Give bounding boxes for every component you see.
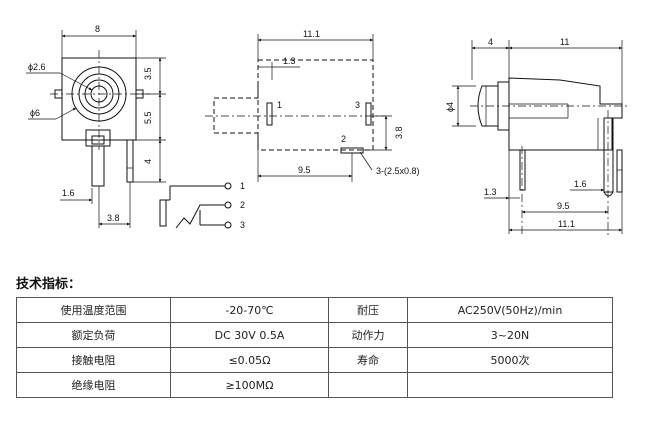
top-pin-horizontal-dim: 9.5 bbox=[298, 165, 311, 175]
top-view: 11.1 1.3 1 3 2 3.8 9.5 3-(2.5x0.8) bbox=[205, 29, 420, 182]
side-diameter-dim: ϕ4 bbox=[445, 102, 455, 112]
spec-label: 使用温度范围 bbox=[16, 297, 171, 323]
front-middle-dim: 5.5 bbox=[143, 111, 153, 124]
spec-label: 动作力 bbox=[328, 322, 408, 348]
side-nose-dim: 4 bbox=[488, 37, 493, 47]
table-row: 额定负荷 DC 30V 0.5A 动作力 3~20N bbox=[16, 322, 613, 348]
front-pin-offset-dim: 1.6 bbox=[62, 188, 75, 198]
terminal-3 bbox=[224, 221, 232, 229]
spec-label bbox=[328, 372, 408, 398]
spec-value: DC 30V 0.5A bbox=[170, 322, 329, 348]
schematic-symbol: 1 2 3 bbox=[159, 181, 245, 230]
front-hole-small-dim: ϕ2.6 bbox=[28, 62, 46, 72]
side-pin-span-dim: 9.5 bbox=[557, 201, 570, 211]
front-upper-dim: 3.5 bbox=[143, 67, 153, 80]
spec-value: -20-70℃ bbox=[170, 297, 329, 323]
side-pin-left bbox=[519, 149, 526, 191]
side-nose bbox=[477, 85, 499, 127]
pad-label-3: 3 bbox=[355, 100, 360, 110]
side-right-offset-dim: 1.6 bbox=[574, 179, 587, 189]
pad-label-1: 1 bbox=[277, 100, 282, 110]
top-total-dim: 11.1 bbox=[303, 29, 320, 39]
side-body bbox=[508, 77, 623, 151]
pad-3 bbox=[365, 102, 372, 126]
front-hole-large-dim: ϕ6 bbox=[30, 108, 40, 118]
spec-value: AC250V(50Hz)/min bbox=[407, 297, 613, 323]
spec-value: 5000次 bbox=[407, 347, 613, 373]
side-pin-right bbox=[616, 149, 623, 193]
spec-value: ≤0.05Ω bbox=[170, 347, 329, 373]
top-pin-vertical-dim: 3.8 bbox=[394, 126, 404, 139]
side-total-dim: 11.1 bbox=[558, 219, 575, 229]
spec-label: 额定负荷 bbox=[16, 322, 171, 348]
spec-value: 3~20N bbox=[407, 322, 613, 348]
spec-label: 寿命 bbox=[328, 347, 408, 373]
side-view: 4 11 ϕ4 1.3 bbox=[445, 37, 630, 235]
spec-heading: 技术指标： bbox=[16, 277, 82, 292]
pad-1 bbox=[266, 102, 273, 126]
table-row: 绝缘电阻 ≥100MΩ bbox=[16, 372, 613, 398]
front-width-dim: 8 bbox=[95, 24, 100, 34]
spec-value: ≥100MΩ bbox=[170, 372, 329, 398]
spec-label: 耐压 bbox=[328, 297, 408, 323]
pad-label-2: 2 bbox=[341, 134, 346, 144]
schematic-label-1: 1 bbox=[240, 181, 245, 191]
schematic-label-2: 2 bbox=[240, 200, 245, 210]
front-pin-dim: 4 bbox=[143, 159, 153, 164]
front-center-pin bbox=[91, 145, 105, 187]
front-side-pin bbox=[126, 139, 134, 183]
pad-size-note: 3-(2.5x0.8) bbox=[376, 166, 420, 176]
spec-label: 接触电阻 bbox=[16, 347, 171, 373]
top-offset-dim: 1.3 bbox=[283, 56, 296, 66]
table-row: 使用温度范围 -20-70℃ 耐压 AC250V(50Hz)/min bbox=[16, 297, 613, 323]
side-left-offset-dim: 1.3 bbox=[484, 187, 497, 197]
spec-label: 绝缘电阻 bbox=[16, 372, 171, 398]
terminal-2 bbox=[224, 201, 232, 209]
front-pin-pitch-dim: 3.8 bbox=[107, 213, 120, 223]
spec-table: 使用温度范围 -20-70℃ 耐压 AC250V(50Hz)/min 额定负荷 … bbox=[16, 297, 613, 398]
side-pin-middle bbox=[603, 117, 614, 193]
terminal-1 bbox=[224, 182, 232, 190]
spec-value bbox=[407, 372, 613, 398]
technical-drawing: 8 ϕ2.6 ϕ6 bbox=[26, 24, 630, 235]
front-view: 8 ϕ2.6 ϕ6 bbox=[26, 24, 166, 228]
side-body-dim: 11 bbox=[560, 37, 569, 47]
schematic-label-3: 3 bbox=[240, 220, 245, 230]
table-row: 接触电阻 ≤0.05Ω 寿命 5000次 bbox=[16, 347, 613, 373]
